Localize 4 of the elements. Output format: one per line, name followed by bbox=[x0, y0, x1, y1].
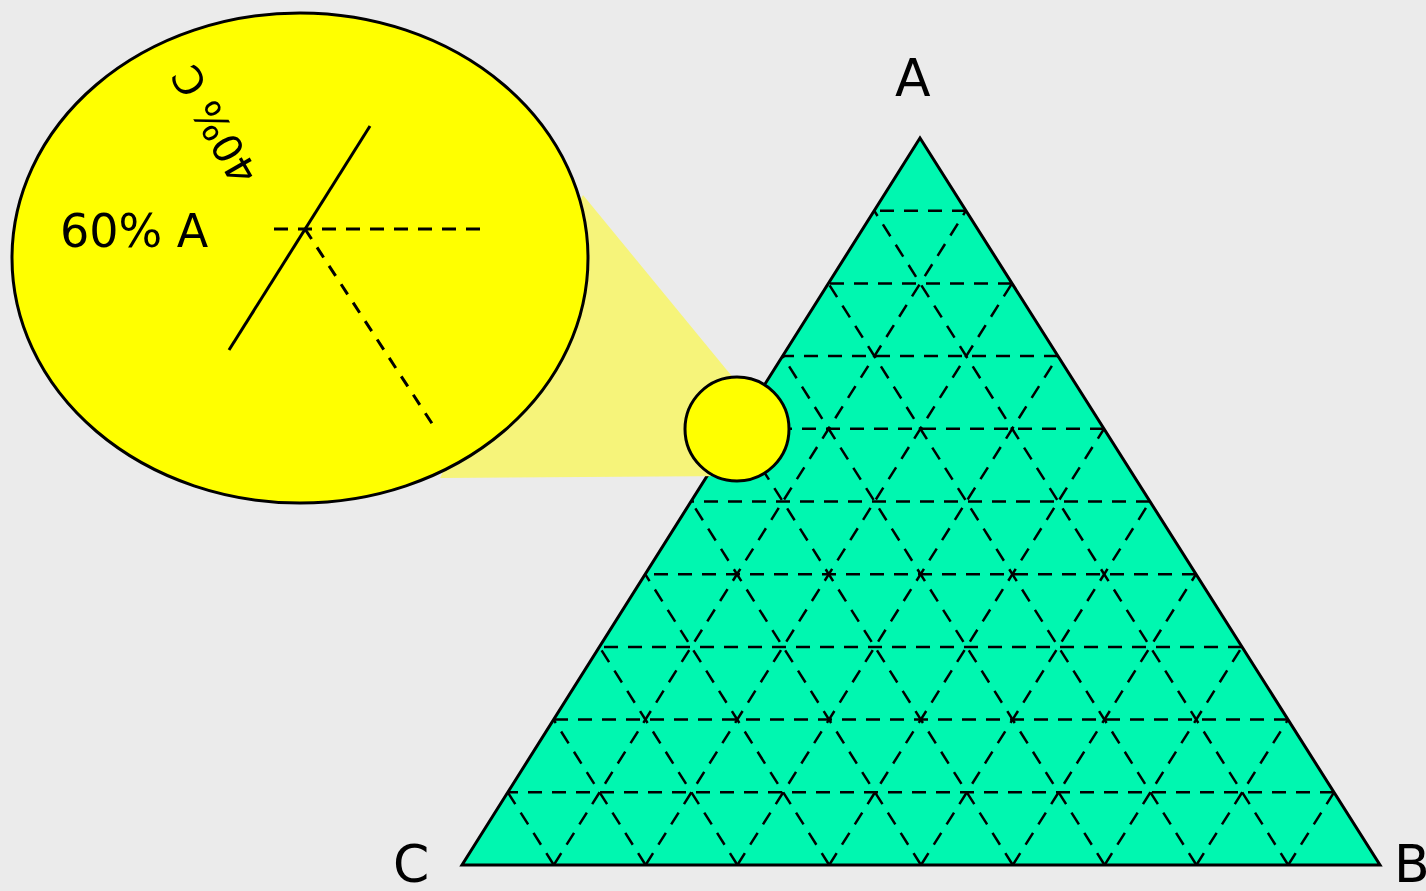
vertex-label: A bbox=[895, 52, 931, 104]
axis-reading-label: 60% A bbox=[60, 208, 209, 254]
vertex-label: B bbox=[1394, 838, 1426, 890]
vertex-label: C bbox=[393, 838, 430, 890]
